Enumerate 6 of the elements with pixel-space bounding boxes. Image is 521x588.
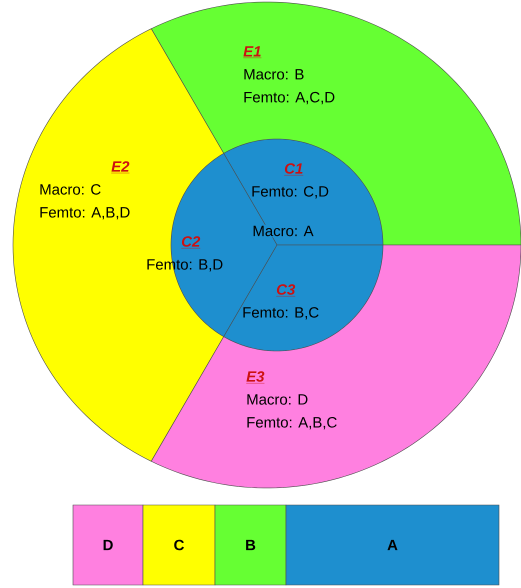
legend-cell: C [142,504,216,586]
legend-cell: A [286,504,500,586]
legend-cell: D [72,504,144,586]
legend-cell: B [214,504,286,586]
inner-sector: C3 Femto: B,C [223,244,384,352]
region-label: Macro: A [251,224,315,238]
